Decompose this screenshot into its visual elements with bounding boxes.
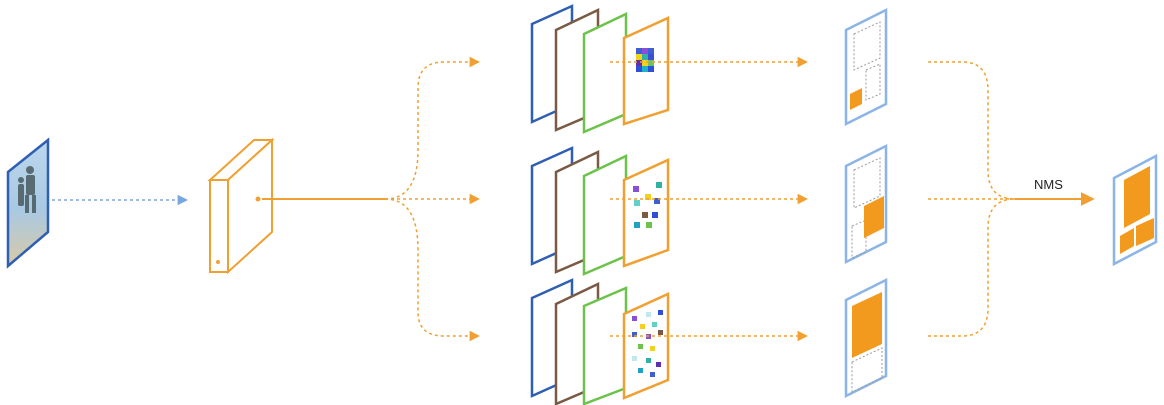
input-image-icon <box>6 137 50 269</box>
final-detection-icon <box>1112 153 1158 267</box>
feature-map-stack-top <box>530 4 670 134</box>
feature-heat-patch <box>636 48 654 72</box>
nms-label: NMS <box>1034 177 1063 192</box>
detection-frame-bottom <box>844 277 888 399</box>
feature-to-detection-arrows <box>610 56 809 342</box>
feature-dense-cells <box>632 310 663 377</box>
detection-frame-middle <box>844 143 888 265</box>
feature-sparse-cells <box>633 182 662 228</box>
feature-map-stack-bottom <box>530 278 670 405</box>
person-silhouette <box>18 166 36 213</box>
branch-connectors <box>384 56 481 342</box>
feature-block-icon <box>207 137 275 275</box>
detection-frame-top <box>844 7 888 127</box>
feature-map-stack-middle <box>530 146 670 276</box>
merge-connectors <box>928 61 1016 337</box>
